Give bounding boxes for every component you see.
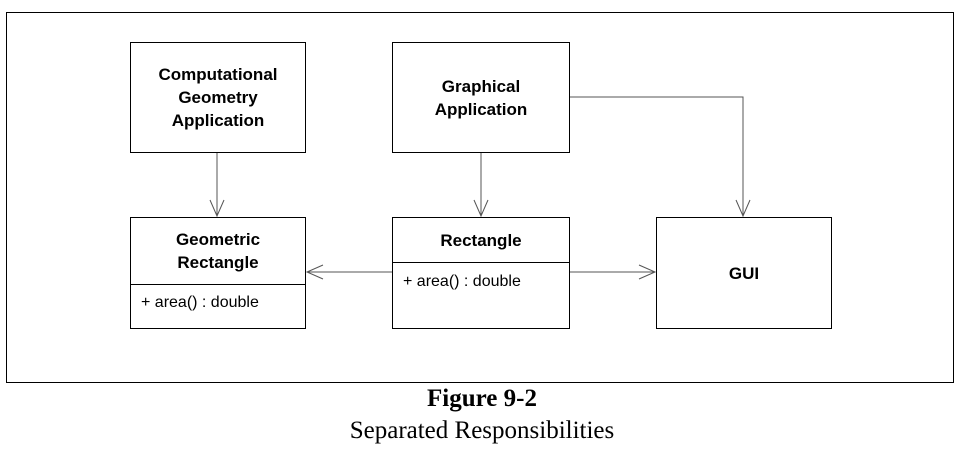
edge-graphical-to-gui [570, 96, 751, 218]
graphical-application-label: Graphical Application [434, 76, 528, 119]
geometric-rectangle-class: Geometric Rectangle + area() : double [130, 217, 306, 329]
geometric-rectangle-label: Geometric Rectangle [175, 230, 261, 272]
rectangle-class: Rectangle + area() : double [392, 217, 570, 329]
gui-label: GUI [728, 263, 760, 283]
gui-box: GUI [656, 217, 832, 329]
geometric-rectangle-operation: + area() : double [131, 284, 305, 329]
computational-geometry-application-label: Computational Geometry Application [158, 65, 278, 130]
graphical-application-box: Graphical Application [392, 42, 570, 153]
rectangle-operation: + area() : double [393, 262, 569, 329]
diagram-frame [6, 12, 954, 383]
edge-computational-to-geometric-rectangle [209, 153, 225, 218]
computational-geometry-application-box: Computational Geometry Application [130, 42, 306, 153]
rectangle-label: Rectangle [440, 230, 522, 250]
edge-graphical-to-rectangle [473, 153, 489, 218]
edge-rectangle-to-gui [570, 264, 657, 280]
edge-rectangle-to-geometric-rectangle [305, 264, 392, 280]
figure-caption-subtitle: Separated Responsibilities [349, 417, 615, 444]
figure-caption-title: Figure 9-2 [427, 385, 537, 412]
